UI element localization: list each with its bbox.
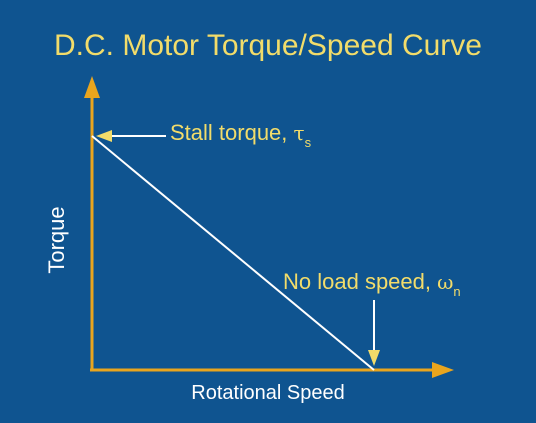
- y-axis-label: Torque: [44, 206, 69, 274]
- x-axis-label: Rotational Speed: [191, 382, 345, 404]
- torque-speed-curve: [91, 135, 375, 371]
- tau-symbol: τ: [293, 121, 305, 145]
- y-axis-arrowhead: [84, 76, 100, 98]
- no-load-speed-arrowhead: [368, 350, 380, 366]
- tau-subscript: s: [304, 135, 312, 150]
- omega-symbol: ω: [437, 270, 454, 294]
- stall-torque-label: Stall torque, τs: [170, 120, 312, 150]
- no-load-speed-text: No load speed,: [283, 269, 438, 294]
- no-load-speed-label: No load speed, ωn: [283, 269, 461, 299]
- stall-torque-text: Stall torque,: [170, 120, 294, 145]
- x-axis-label-wrap: Rotational Speed: [0, 381, 536, 405]
- diagram-title: D.C. Motor Torque/Speed Curve: [54, 29, 482, 62]
- omega-subscript: n: [453, 284, 461, 299]
- stall-torque-arrowhead: [96, 130, 112, 142]
- x-axis-arrowhead: [432, 362, 454, 378]
